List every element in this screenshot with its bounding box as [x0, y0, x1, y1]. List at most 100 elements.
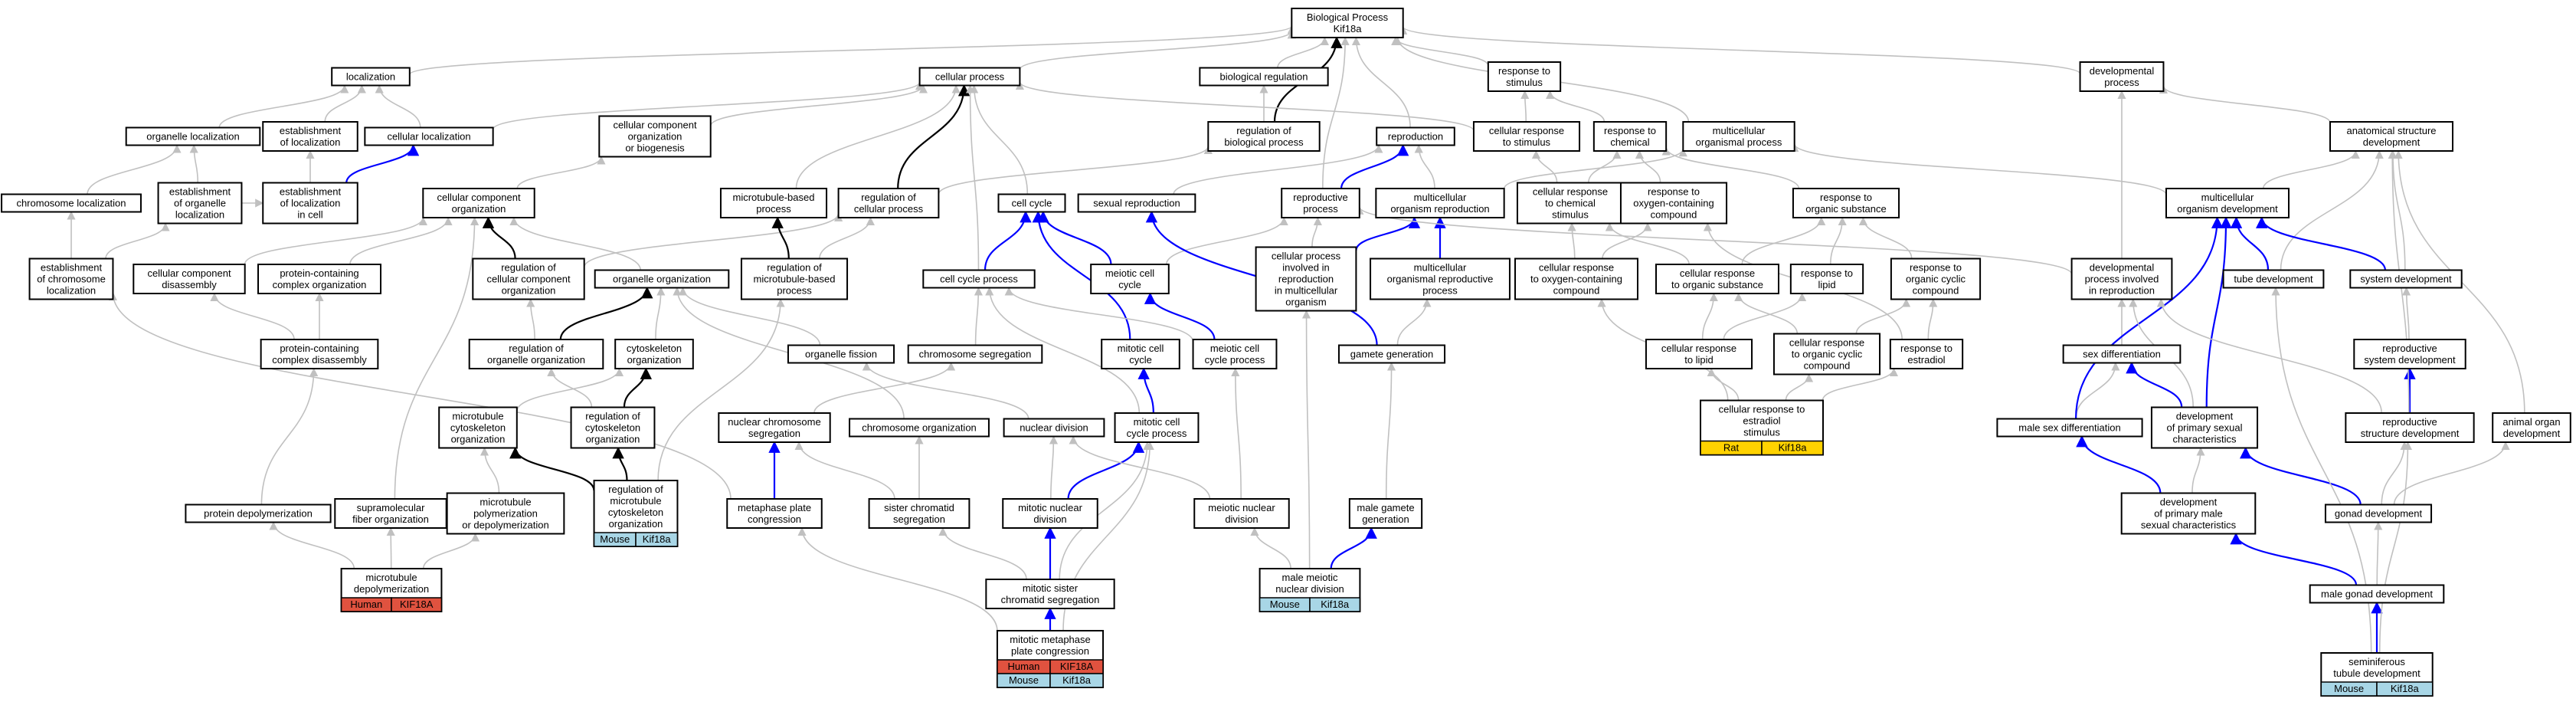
go-term-node-male-gonad-development[interactable]: male gonad development [2309, 584, 2445, 604]
go-term-node-protein-depolymerization[interactable]: protein depolymerization [185, 503, 332, 523]
go-term-node-cellular-localization[interactable]: cellular localization [364, 126, 494, 146]
go-term-node-biological-regulation[interactable]: biological regulation [1199, 67, 1329, 87]
node-label-line: cellular process [935, 71, 1005, 83]
go-term-node-chromosome-organization[interactable]: chromosome organization [849, 418, 990, 438]
go-term-node-cellular-response-to-estradiol-stimulus[interactable]: cellular response toestradiolstimulusRat… [1700, 399, 1824, 456]
go-term-node-cell-cycle[interactable]: cell cycle [997, 193, 1066, 213]
go-term-node-gonad-development[interactable]: gonad development [2324, 503, 2433, 523]
go-term-node-chromosome-localization[interactable]: chromosome localization [1, 193, 142, 213]
go-term-node-nuclear-division[interactable]: nuclear division [1003, 418, 1105, 438]
go-term-node-chromosome-segregation[interactable]: chromosome segregation [907, 344, 1043, 364]
go-term-node-male-sex-differentiation[interactable]: male sex differentiation [1996, 418, 2143, 438]
go-term-node-organelle-localization[interactable]: organelle localization [125, 126, 261, 146]
go-term-node-localization[interactable]: localization [331, 67, 411, 87]
node-box [1789, 264, 1864, 294]
node-label-line: estradiol [1907, 354, 1945, 366]
node-label-line: microtubule-based [733, 192, 815, 203]
go-term-node-cellular-process[interactable]: cellular process [918, 67, 1021, 87]
go-term-node-organelle-organization[interactable]: organelle organization [594, 269, 730, 289]
edge-grey-establishment-of-localization-to-localization [324, 84, 366, 123]
node-label-line: stimulus [1552, 209, 1589, 221]
go-term-node-tube-development[interactable]: tube development [2222, 269, 2325, 289]
node-box [1772, 333, 1881, 376]
go-term-node-reproduction[interactable]: reproduction [1376, 126, 1455, 146]
go-term-node-sexual-reproduction[interactable]: sexual reproduction [1077, 193, 1196, 213]
go-term-node-regulation-of-mt-cytoskeleton-organization[interactable]: regulation ofmicrotubulecytoskeletonorga… [593, 480, 679, 547]
node-label-line: mitotic metaphase [1010, 634, 1091, 645]
go-term-node-system-development[interactable]: system development [2349, 269, 2463, 289]
node-box [1337, 344, 1446, 364]
go-term-node-sex-differentiation[interactable]: sex differentiation [2062, 344, 2182, 364]
go-term-node-cell-cycle-process[interactable]: cell cycle process [922, 269, 1036, 289]
go-term-node-gamete-generation[interactable]: gamete generation [1337, 344, 1446, 364]
go-term-node-organelle-fission[interactable]: organelle fission [787, 344, 895, 364]
node-label-line: multicellular [1414, 262, 1467, 274]
node-box [868, 498, 971, 529]
gene-label: KIF18A [1060, 661, 1094, 672]
